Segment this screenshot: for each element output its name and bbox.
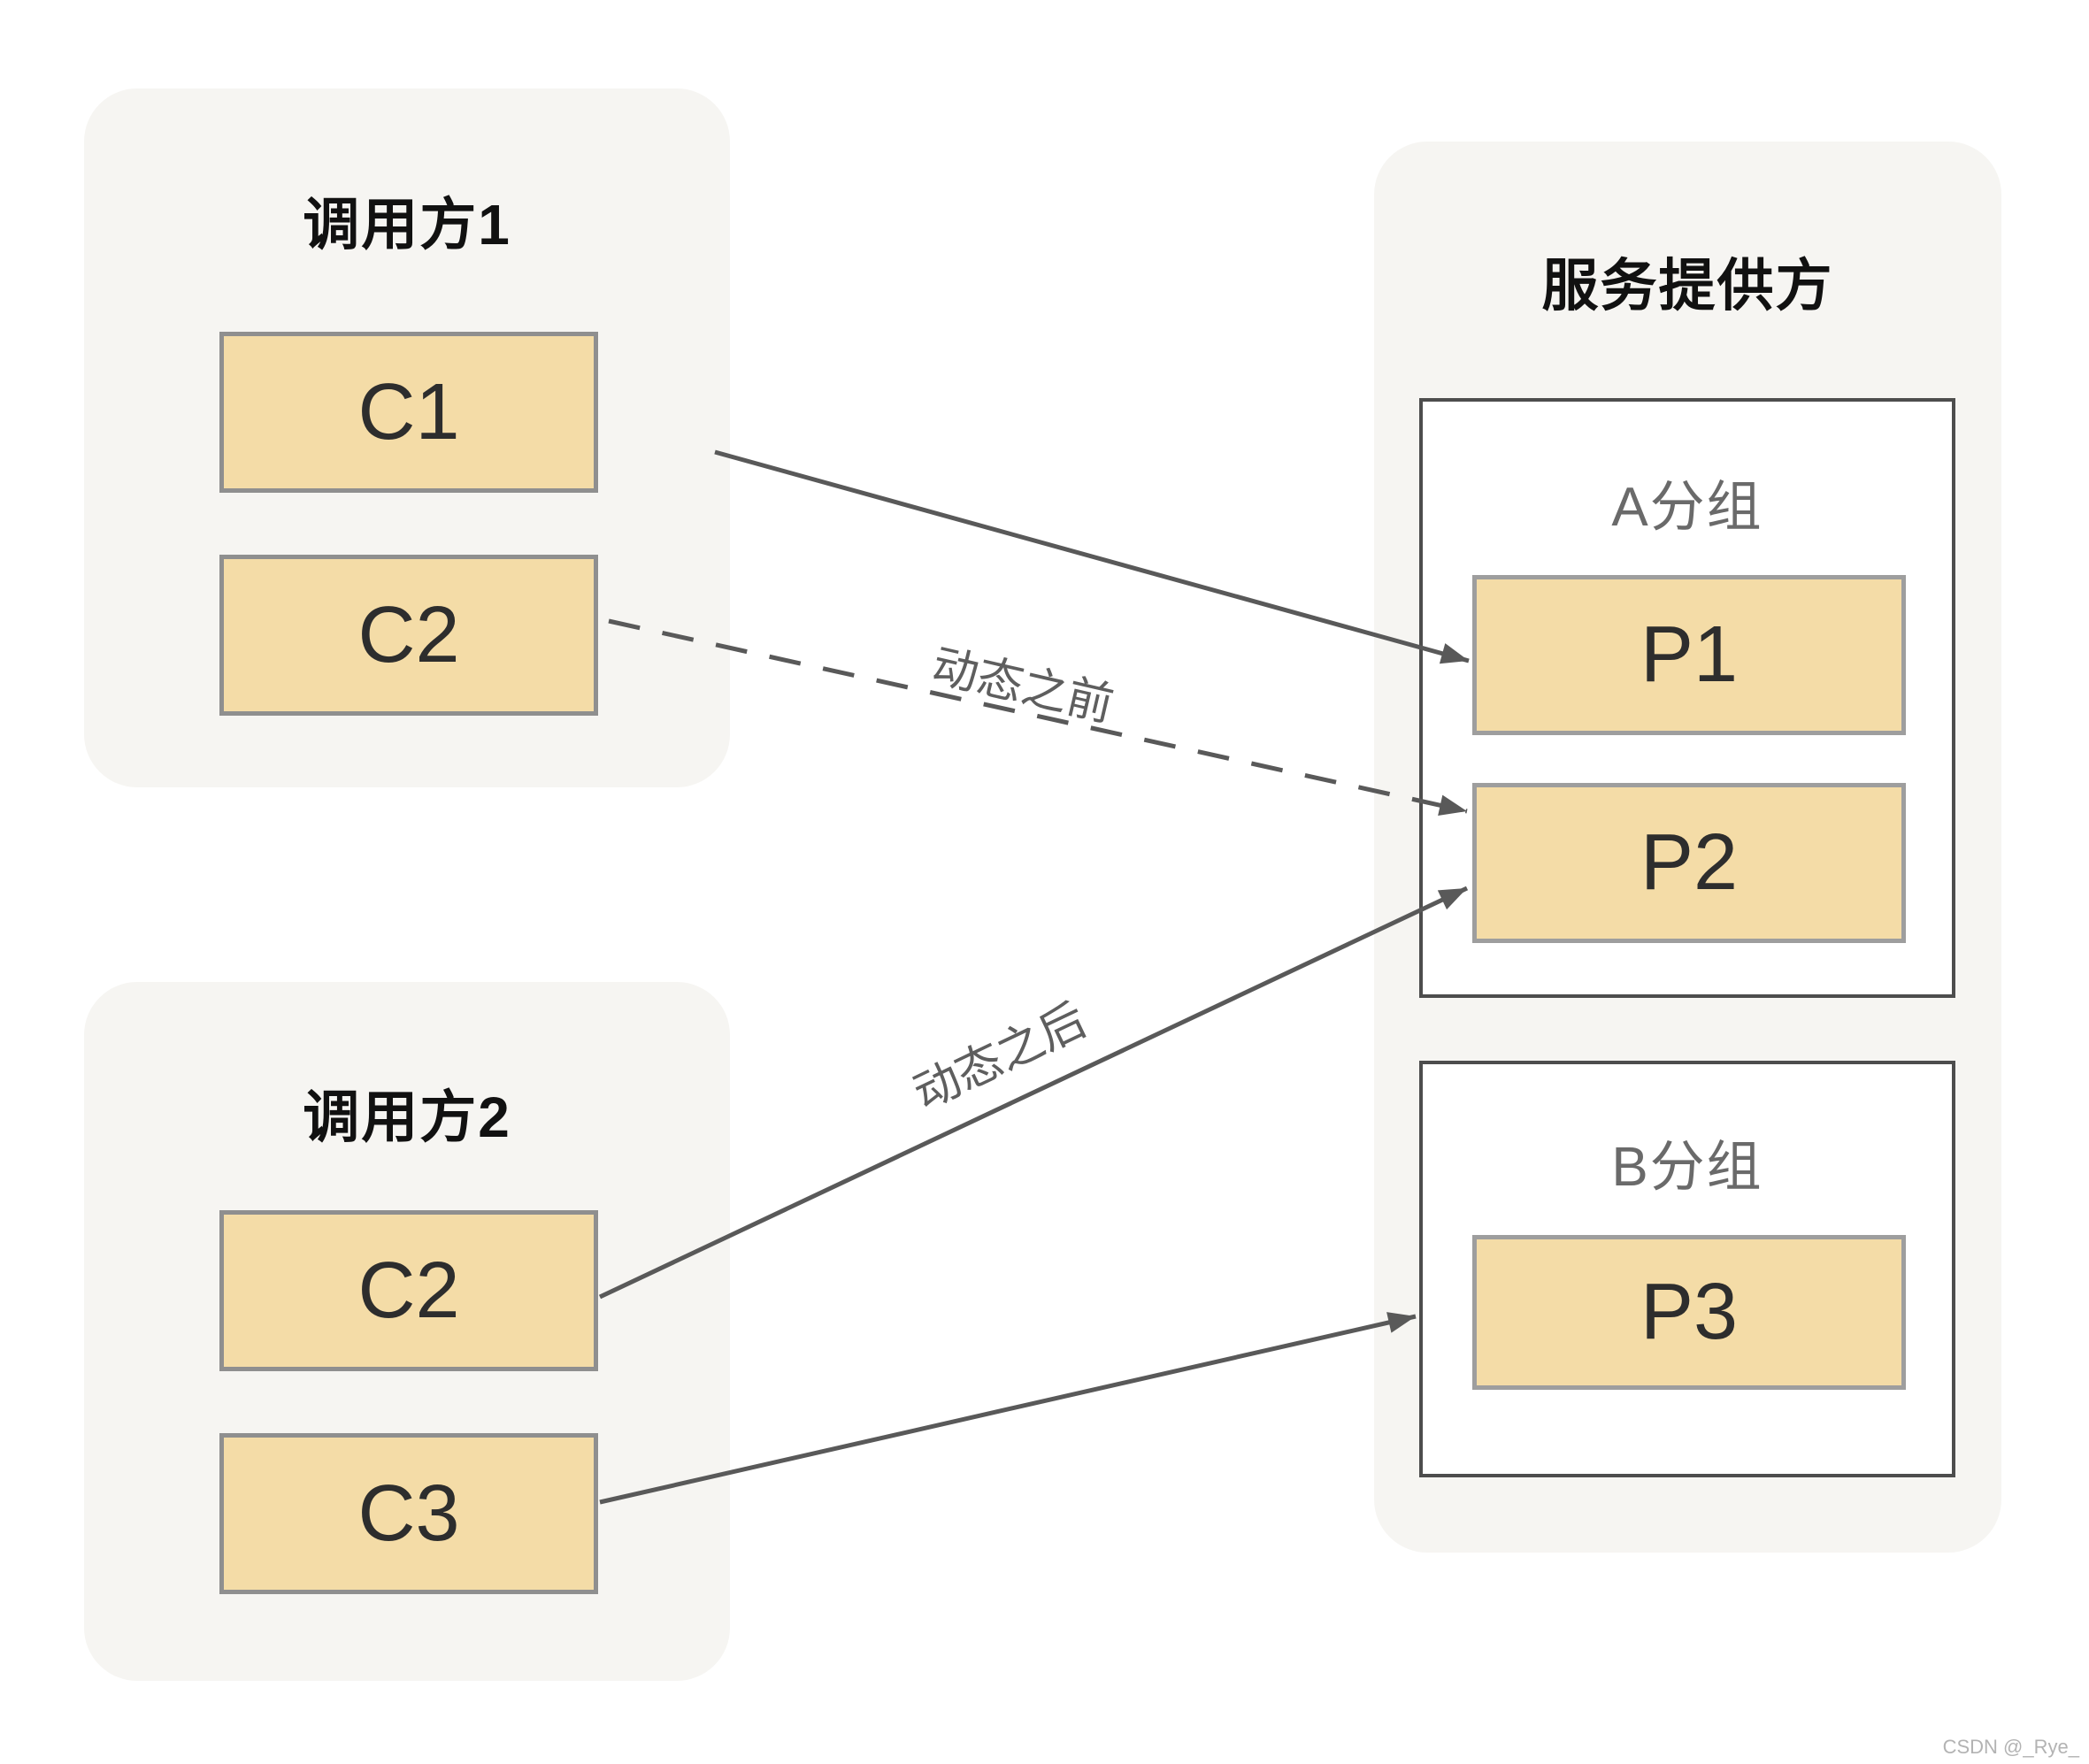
group-b-title: B分组 xyxy=(1611,1137,1763,1198)
node-p3: P3 xyxy=(1472,1235,1906,1390)
node-p2: P2 xyxy=(1472,783,1906,943)
node-c1-label: C1 xyxy=(357,367,460,456)
watermark-text: CSDN @_Rye_ xyxy=(1942,1736,2079,1758)
edge-label-before-dynamic: 动态之前 xyxy=(926,640,1118,732)
node-c1: C1 xyxy=(219,332,598,493)
caller1-title: 调用方1 xyxy=(303,193,511,257)
node-c2-caller2: C2 xyxy=(219,1210,598,1371)
edge-label-after-dynamic: 动态之后 xyxy=(906,994,1094,1120)
node-p1: P1 xyxy=(1472,575,1906,735)
node-c2-caller1: C2 xyxy=(219,555,598,716)
node-c3-label: C3 xyxy=(357,1469,460,1558)
node-c3: C3 xyxy=(219,1433,598,1594)
provider-title: 服务提供方 xyxy=(1541,254,1834,318)
node-c2-caller1-label: C2 xyxy=(357,590,460,679)
caller2-title: 调用方2 xyxy=(303,1085,511,1149)
edge-c1-to-p1-solid xyxy=(714,449,1470,664)
edge-c2-to-p2-solid xyxy=(598,886,1469,1300)
node-p3-label: P3 xyxy=(1640,1268,1739,1356)
group-a-title: A分组 xyxy=(1611,477,1763,538)
node-p1-label: P1 xyxy=(1640,610,1739,699)
node-c2-caller2-label: C2 xyxy=(357,1246,460,1335)
node-p2-label: P2 xyxy=(1640,818,1739,907)
